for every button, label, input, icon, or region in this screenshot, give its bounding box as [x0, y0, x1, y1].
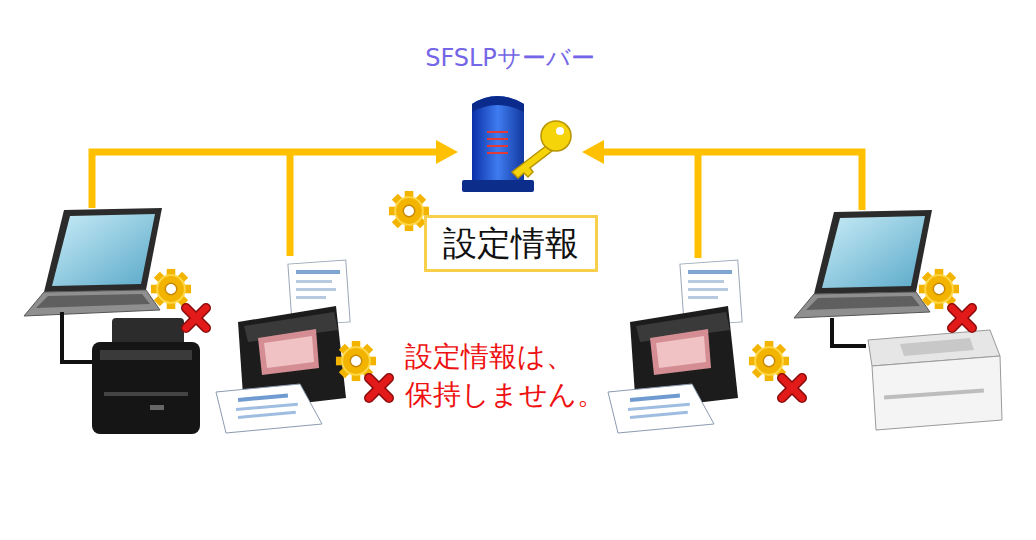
- network-scanner: [216, 260, 350, 433]
- laptop: [794, 210, 932, 318]
- server-name: SFSLPサーバー: [425, 44, 595, 73]
- server-heading: SFSLPサーバー: [425, 44, 595, 73]
- scanner: [868, 330, 1002, 430]
- cable: [832, 318, 866, 346]
- network-scanner: [608, 260, 742, 433]
- laptop: [24, 208, 162, 316]
- box-label: 設定情報: [443, 223, 579, 264]
- server-icon: [462, 96, 571, 192]
- settings-box: 設定情報: [424, 215, 598, 272]
- note-text: 設定情報は、 保持しません。: [405, 338, 615, 414]
- cable: [62, 312, 96, 362]
- scanner: [92, 318, 200, 434]
